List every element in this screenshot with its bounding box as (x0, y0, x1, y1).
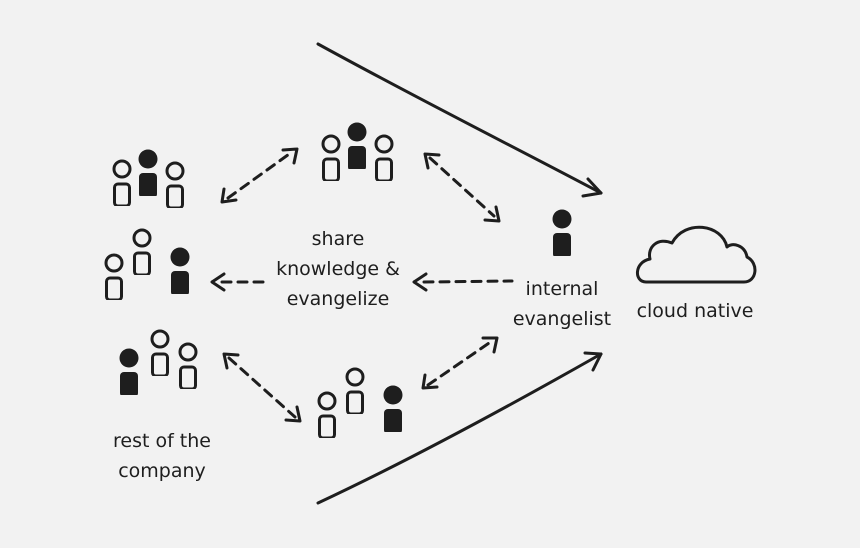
person-outline-icon (317, 391, 337, 438)
share-label-line: share (311, 228, 365, 250)
evangelist-person-icon (552, 209, 572, 256)
person-outline-icon (178, 342, 198, 389)
person-filled-icon (383, 385, 403, 432)
dashed-arrow-left-top (220, 147, 299, 204)
people-group-left-bottom (119, 329, 198, 395)
big-arrow-top (316, 42, 603, 198)
person-filled-icon (170, 247, 190, 294)
people-group-top-middle (321, 122, 394, 181)
people-group-bottom-middle (317, 367, 403, 438)
dashed-arrow-right-bottom (421, 336, 499, 390)
person-outline-icon (165, 161, 185, 208)
dashed-arrow-center (210, 272, 514, 292)
person-outline-icon (345, 367, 365, 414)
rest-of-company-label: rest of the company (92, 426, 232, 486)
evangelist-label-line: internal (525, 278, 599, 300)
cloud-icon (636, 225, 757, 284)
dashed-arrow-right-top (423, 152, 501, 223)
person-outline-icon (112, 159, 132, 206)
person-outline-icon (150, 329, 170, 376)
person-filled-icon (347, 122, 367, 169)
people-group-left-middle (104, 228, 190, 300)
rest-label-line: company (118, 460, 206, 482)
person-outline-icon (321, 134, 341, 181)
person-filled-icon (119, 348, 139, 395)
internal-evangelist-label: internal evangelist (502, 274, 622, 334)
rest-label-line: rest of the (112, 430, 211, 452)
cloud-native-label: cloud native (625, 296, 765, 326)
big-arrow-bottom (316, 351, 603, 505)
evangelist-label-line: evangelist (512, 308, 612, 330)
people-group-left-top (112, 149, 185, 208)
cloud-label-line: cloud native (636, 300, 754, 322)
person-outline-icon (104, 253, 124, 300)
person-outline-icon (374, 134, 394, 181)
share-knowledge-label: share knowledge & evangelize (268, 224, 408, 314)
person-outline-icon (132, 228, 152, 275)
share-label-line: knowledge & (276, 258, 400, 280)
share-label-line: evangelize (286, 288, 390, 310)
person-filled-icon (138, 149, 158, 196)
dashed-arrow-left-bottom (222, 352, 302, 423)
